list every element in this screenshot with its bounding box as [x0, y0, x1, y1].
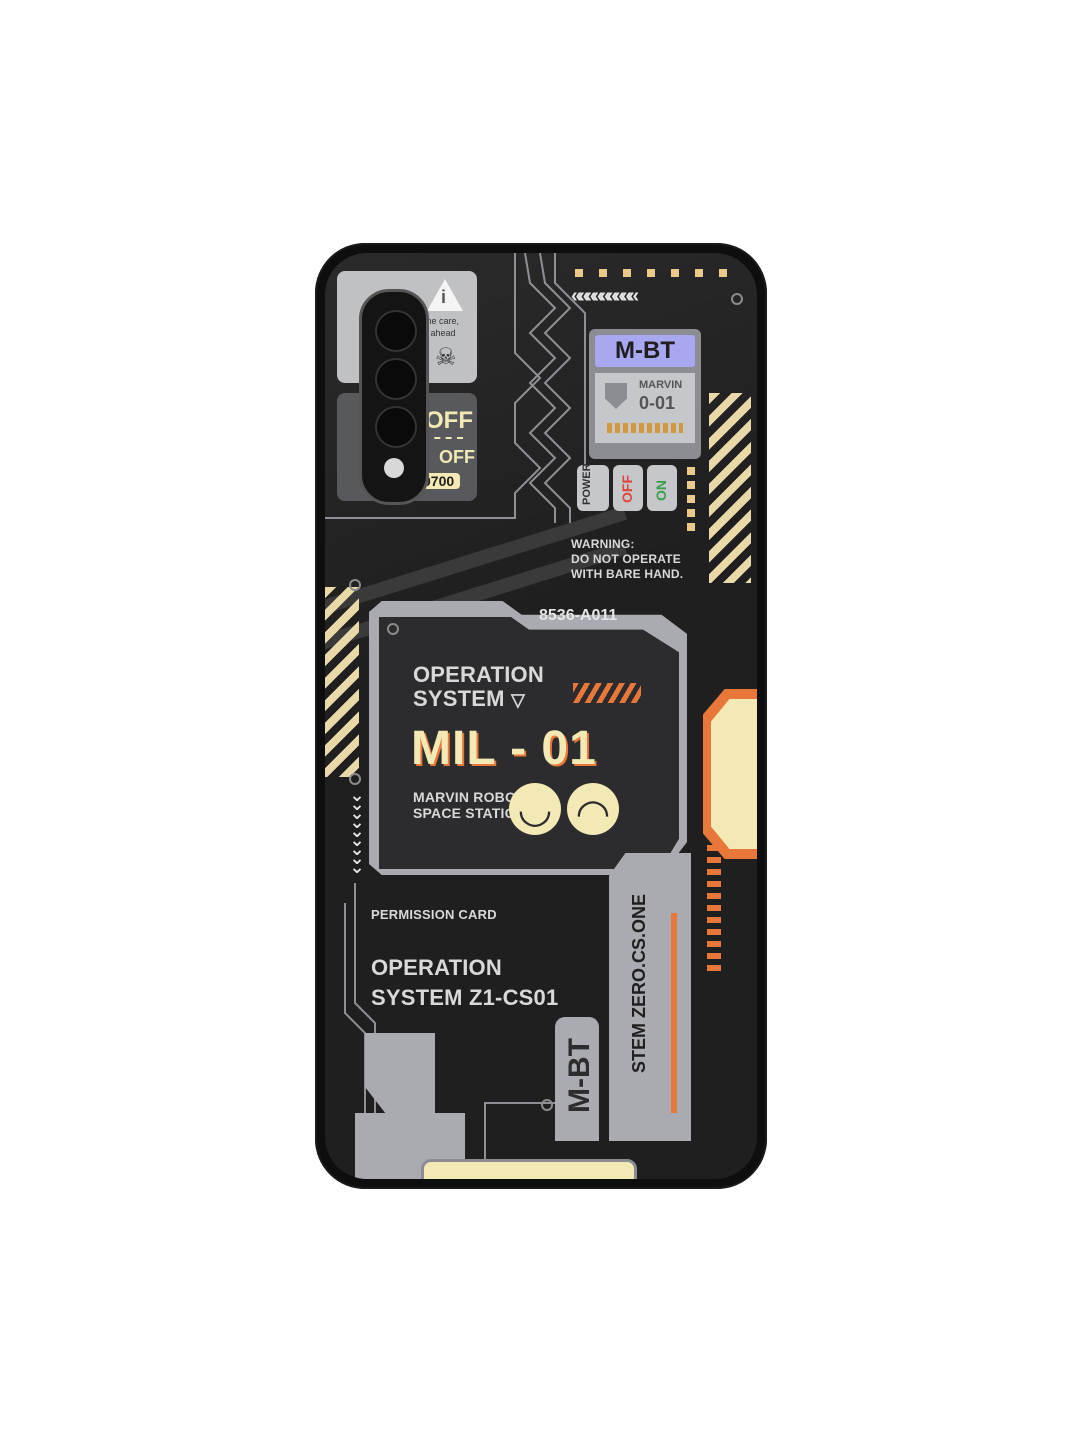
camera-lens-2: [375, 358, 417, 400]
screw-icon-left: [349, 579, 361, 591]
smiley-face-icon: ◡: [509, 783, 561, 835]
permission-line-2: SYSTEM Z1-CS01: [371, 985, 559, 1010]
chevron-column-icon: ⌄⌄⌄⌄⌄⌄⌄⌄⌄: [349, 785, 365, 877]
chevron-row-icon: «««««««««: [571, 285, 639, 307]
permission-line-1: OPERATION: [371, 955, 502, 980]
switch-off-big: OFF: [425, 407, 473, 434]
screen-line-1: OPERATION: [413, 662, 544, 687]
mbt-model-line-1: MARVIN: [639, 379, 683, 391]
warning-line-2: r lies ahead: [409, 328, 456, 338]
warning-sticker-text: xtreme care, r lies ahead: [409, 315, 459, 339]
screw-icon-left-2: [349, 773, 361, 785]
permission-text: OPERATION SYSTEM Z1-CS01: [371, 953, 558, 1013]
left-caution-stripes: [325, 587, 359, 777]
off-button[interactable]: OFF: [613, 465, 643, 511]
skull-icon: ☠: [435, 344, 457, 371]
camera-flash: [384, 458, 404, 478]
mbt-badge: M-BT: [595, 335, 695, 367]
system-vertical-label: STEM ZERO.CS.ONE: [629, 893, 649, 1073]
screen-line-2: SYSTEM ▽: [413, 686, 526, 711]
on-button[interactable]: ON: [647, 465, 677, 511]
case-back-plate: i xtreme care, r lies ahead ☠ OFF OFF 07…: [325, 253, 757, 1179]
switch-divider: [423, 437, 463, 439]
on-label: ON: [653, 480, 669, 501]
screen-operation-system: OPERATION SYSTEM ▽: [413, 663, 544, 712]
screw-icon-bottom: [541, 1099, 553, 1111]
mbt-chip: MARVIN 0-01: [595, 373, 695, 443]
mbt-module: M-BT MARVIN 0-01: [589, 329, 701, 459]
screen-subtitle: MARVIN ROBOT SPACE STATION: [413, 789, 526, 821]
screw-icon-screen: [387, 623, 399, 635]
screen-sub-2: SPACE STATION: [413, 805, 527, 821]
power-label: POWER: [581, 463, 593, 505]
orange-hazard-stripes: [573, 683, 641, 703]
warning-text-line-2: DO NOT OPERATE: [571, 552, 681, 566]
camera-lens-3: [375, 406, 417, 448]
warning-triangle-icon: [427, 279, 463, 311]
right-indicator-column: [687, 467, 695, 537]
chip-pins: [607, 423, 683, 433]
info-icon: i: [441, 287, 447, 307]
vertical-grey-column: [609, 853, 691, 1141]
sad-face-icon: ◠: [567, 783, 619, 836]
orange-indicator-column: [707, 845, 721, 971]
mbt-vertical-block: [555, 1017, 599, 1141]
warning-text-line-1: WARNING:: [571, 537, 635, 551]
warning-text-line-3: WITH BARE HAND.: [571, 567, 684, 581]
right-caution-stripes: [709, 393, 751, 583]
screen-sub-1: MARVIN ROBOT: [413, 789, 525, 805]
off-label: OFF: [619, 475, 635, 503]
right-cream-hex: [711, 699, 757, 849]
shield-icon: [605, 383, 627, 409]
triangle-down-icon: ▽: [510, 690, 526, 710]
camera-lens-1: [375, 310, 417, 352]
bottom-cream-strip: [421, 1159, 637, 1179]
power-button[interactable]: POWER: [577, 463, 609, 511]
orange-vertical-bar: [671, 913, 677, 1113]
camera-module: [359, 289, 429, 505]
mbt-model-line-2: 0-01: [639, 393, 676, 413]
screw-icon: [731, 293, 743, 305]
screen-code: 8536-A011: [539, 607, 618, 624]
warning-line-1: xtreme care,: [409, 316, 460, 326]
permission-caption: PERMISSION CARD: [371, 907, 497, 922]
warning-text: WARNING: DO NOT OPERATE WITH BARE HAND.: [571, 537, 683, 582]
screen-title: MIL - 01: [411, 722, 597, 775]
switch-off-small: OFF: [439, 447, 475, 467]
mbt-vertical-label: M-BT: [563, 1038, 596, 1113]
